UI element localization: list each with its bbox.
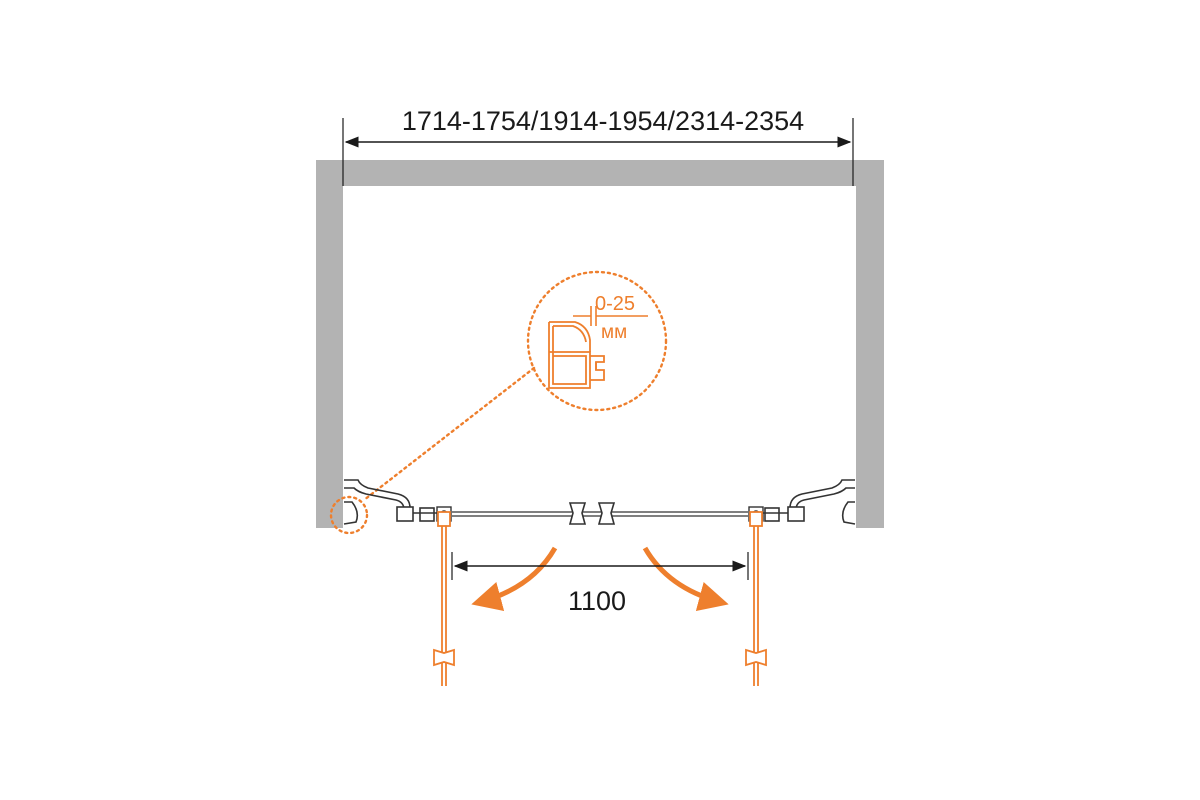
left-wall-fitting [343,479,435,525]
adjustment-value: 0-25 [595,293,635,315]
detail-callout: 0-25 мм [329,270,668,535]
back-wall [316,160,884,186]
door-opening-label: 1100 [568,586,626,616]
center-handles [568,502,616,525]
door-right-open-handle [745,648,767,667]
door-opening-dimension: 1100 [451,552,749,616]
right-wall-fitting [764,479,856,525]
door-left-open-handle [433,648,455,667]
detail-origin-circle [329,495,369,535]
left-wall [316,160,343,528]
detail-circle [526,270,668,412]
wall-profile-icon [548,321,605,389]
total-width-dimension: 1714-1754/1914-1954/2314-2354 [342,106,854,186]
right-wall [856,160,884,528]
detail-leader-line [362,366,536,502]
adjustment-unit: мм [601,322,627,343]
total-width-label: 1714-1754/1914-1954/2314-2354 [402,106,804,136]
swing-arrow-right [642,546,729,612]
handle-right [597,502,616,525]
walls [316,160,884,528]
open-doors [433,511,767,686]
handle-left [568,502,587,525]
swing-arrows [471,546,729,612]
swing-arrow-left [471,546,558,612]
glass-panels-closed [413,511,788,517]
adjustment-indicator [573,306,648,326]
